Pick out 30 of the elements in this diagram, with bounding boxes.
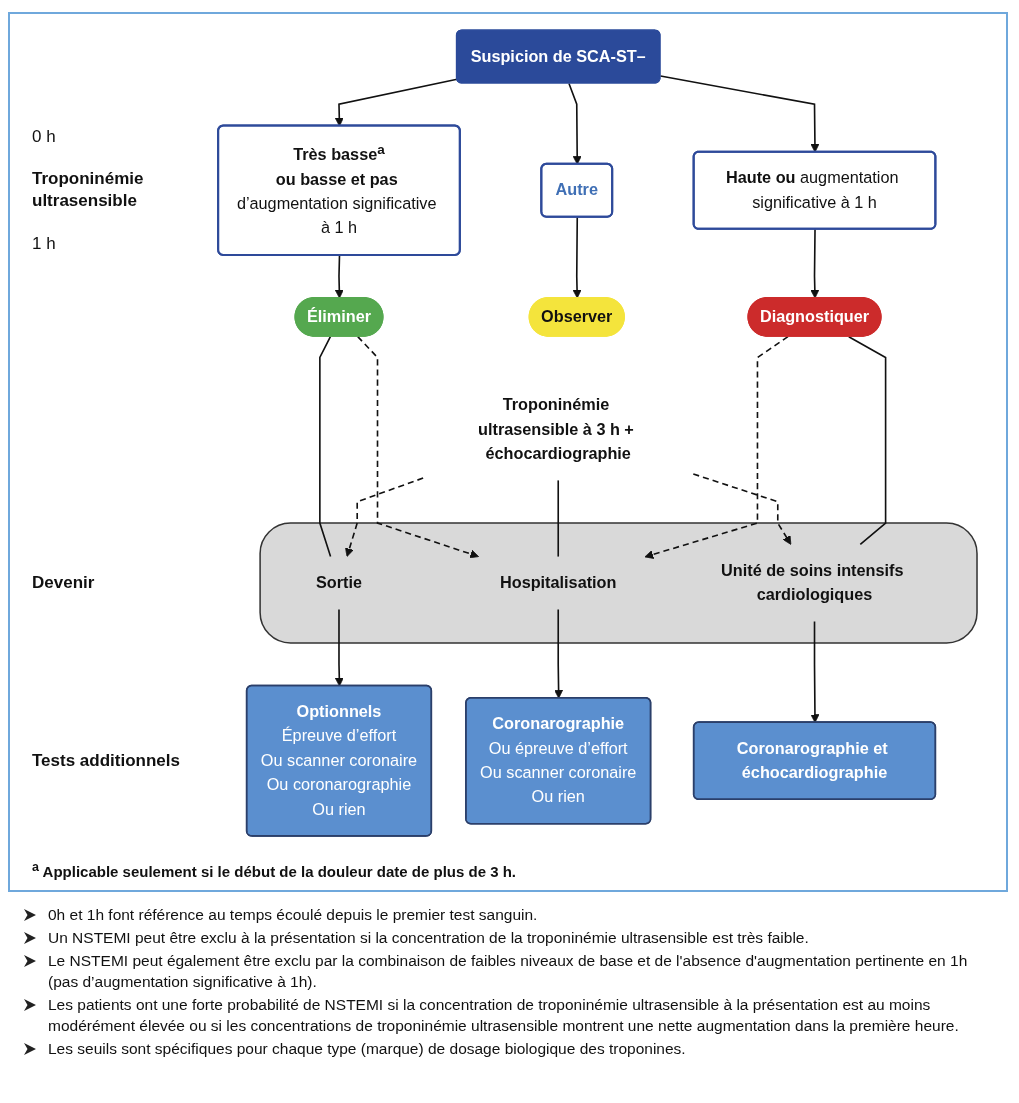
- cluster: [259, 522, 979, 644]
- node-text: Hospitalisation: [500, 573, 617, 592]
- arrow: [810, 228, 820, 299]
- diagram-frame: Suspicion de SCA-ST– Très basse$^{a}$ ou basse et pas d’augmentation significative à 1 h Autre Haute ou augmentation significative à 1 h Éliminer Observer Diagnostiquer Troponinémie ultrasensible à 3 h + échocardiographie Sortie Hospitalisation Unité de soins intensifs cardiologiques Optionnels Épreuve d’effort Ou scanner coronaire Ou coronarographie Ou rien Coronarographie Ou épreuve d’effort Ou scanner coronaire Ou rien Coronarographie et échocardiographie 0 h Troponinémie ultrasensible 1 h Devenir Tests additionnels $^{a}$ Applicable seulement si le début de la douleur date de plus de 3 h.: [8, 12, 1008, 892]
- arrow: [554, 608, 564, 699]
- footnote: $^{a}$ Applicable seulement si le début de la douleur date de plus de 3 h.: [32, 860, 516, 880]
- note-text: 0h et 1h font référence au temps écoulé depuis le premier test sanguin.: [48, 905, 538, 925]
- node-text: Sortie: [316, 573, 363, 592]
- arrow: [692, 473, 792, 545]
- arrow: [335, 608, 345, 687]
- connector: [848, 335, 887, 546]
- connector: [557, 479, 560, 558]
- arrow: [810, 620, 820, 724]
- row-label: Tests additionnels: [32, 749, 181, 772]
- node-text: Unité de soins intensifs cardiologiques: [721, 561, 904, 604]
- row-label: Devenir: [32, 571, 96, 594]
- arrow: [357, 335, 480, 559]
- row-label: 1 h: [32, 232, 57, 255]
- arrow: [573, 216, 582, 299]
- note-text: Les seuils sont spécifiques pour chaque type (marque) de dosage biologique des troponines.: [48, 1039, 686, 1059]
- row-label: Troponinémie ultrasensible: [32, 168, 145, 213]
- note-text: Les patients ont une forte probabilité de NSTEMI si la concentration de troponinémie ultrasensible à la présentation est au moins modérément élevée ou si les concentrations de troponinémie ultrasensible montrent une nette augmentation dans la première heure.: [48, 995, 960, 1036]
- arrow: [644, 335, 790, 559]
- arrow: [345, 477, 425, 557]
- note-text: Un NSTEMI peut être exclu à la présentation si la concentration de la troponinémie ultrasensible est très faible.: [48, 928, 809, 948]
- connector: [319, 335, 332, 558]
- note-text: Le NSTEMI peut également être exclu par la combinaison de faibles niveaux de base et de l'absence d'augmentation pertinente en 1h (pas d’augmentation significative à 1h).: [48, 951, 969, 992]
- row-label: 0 h: [32, 125, 57, 148]
- node-text: Troponinémie ultrasensible à 3 h + échocardiographie: [478, 396, 635, 463]
- arrow: [335, 254, 345, 299]
